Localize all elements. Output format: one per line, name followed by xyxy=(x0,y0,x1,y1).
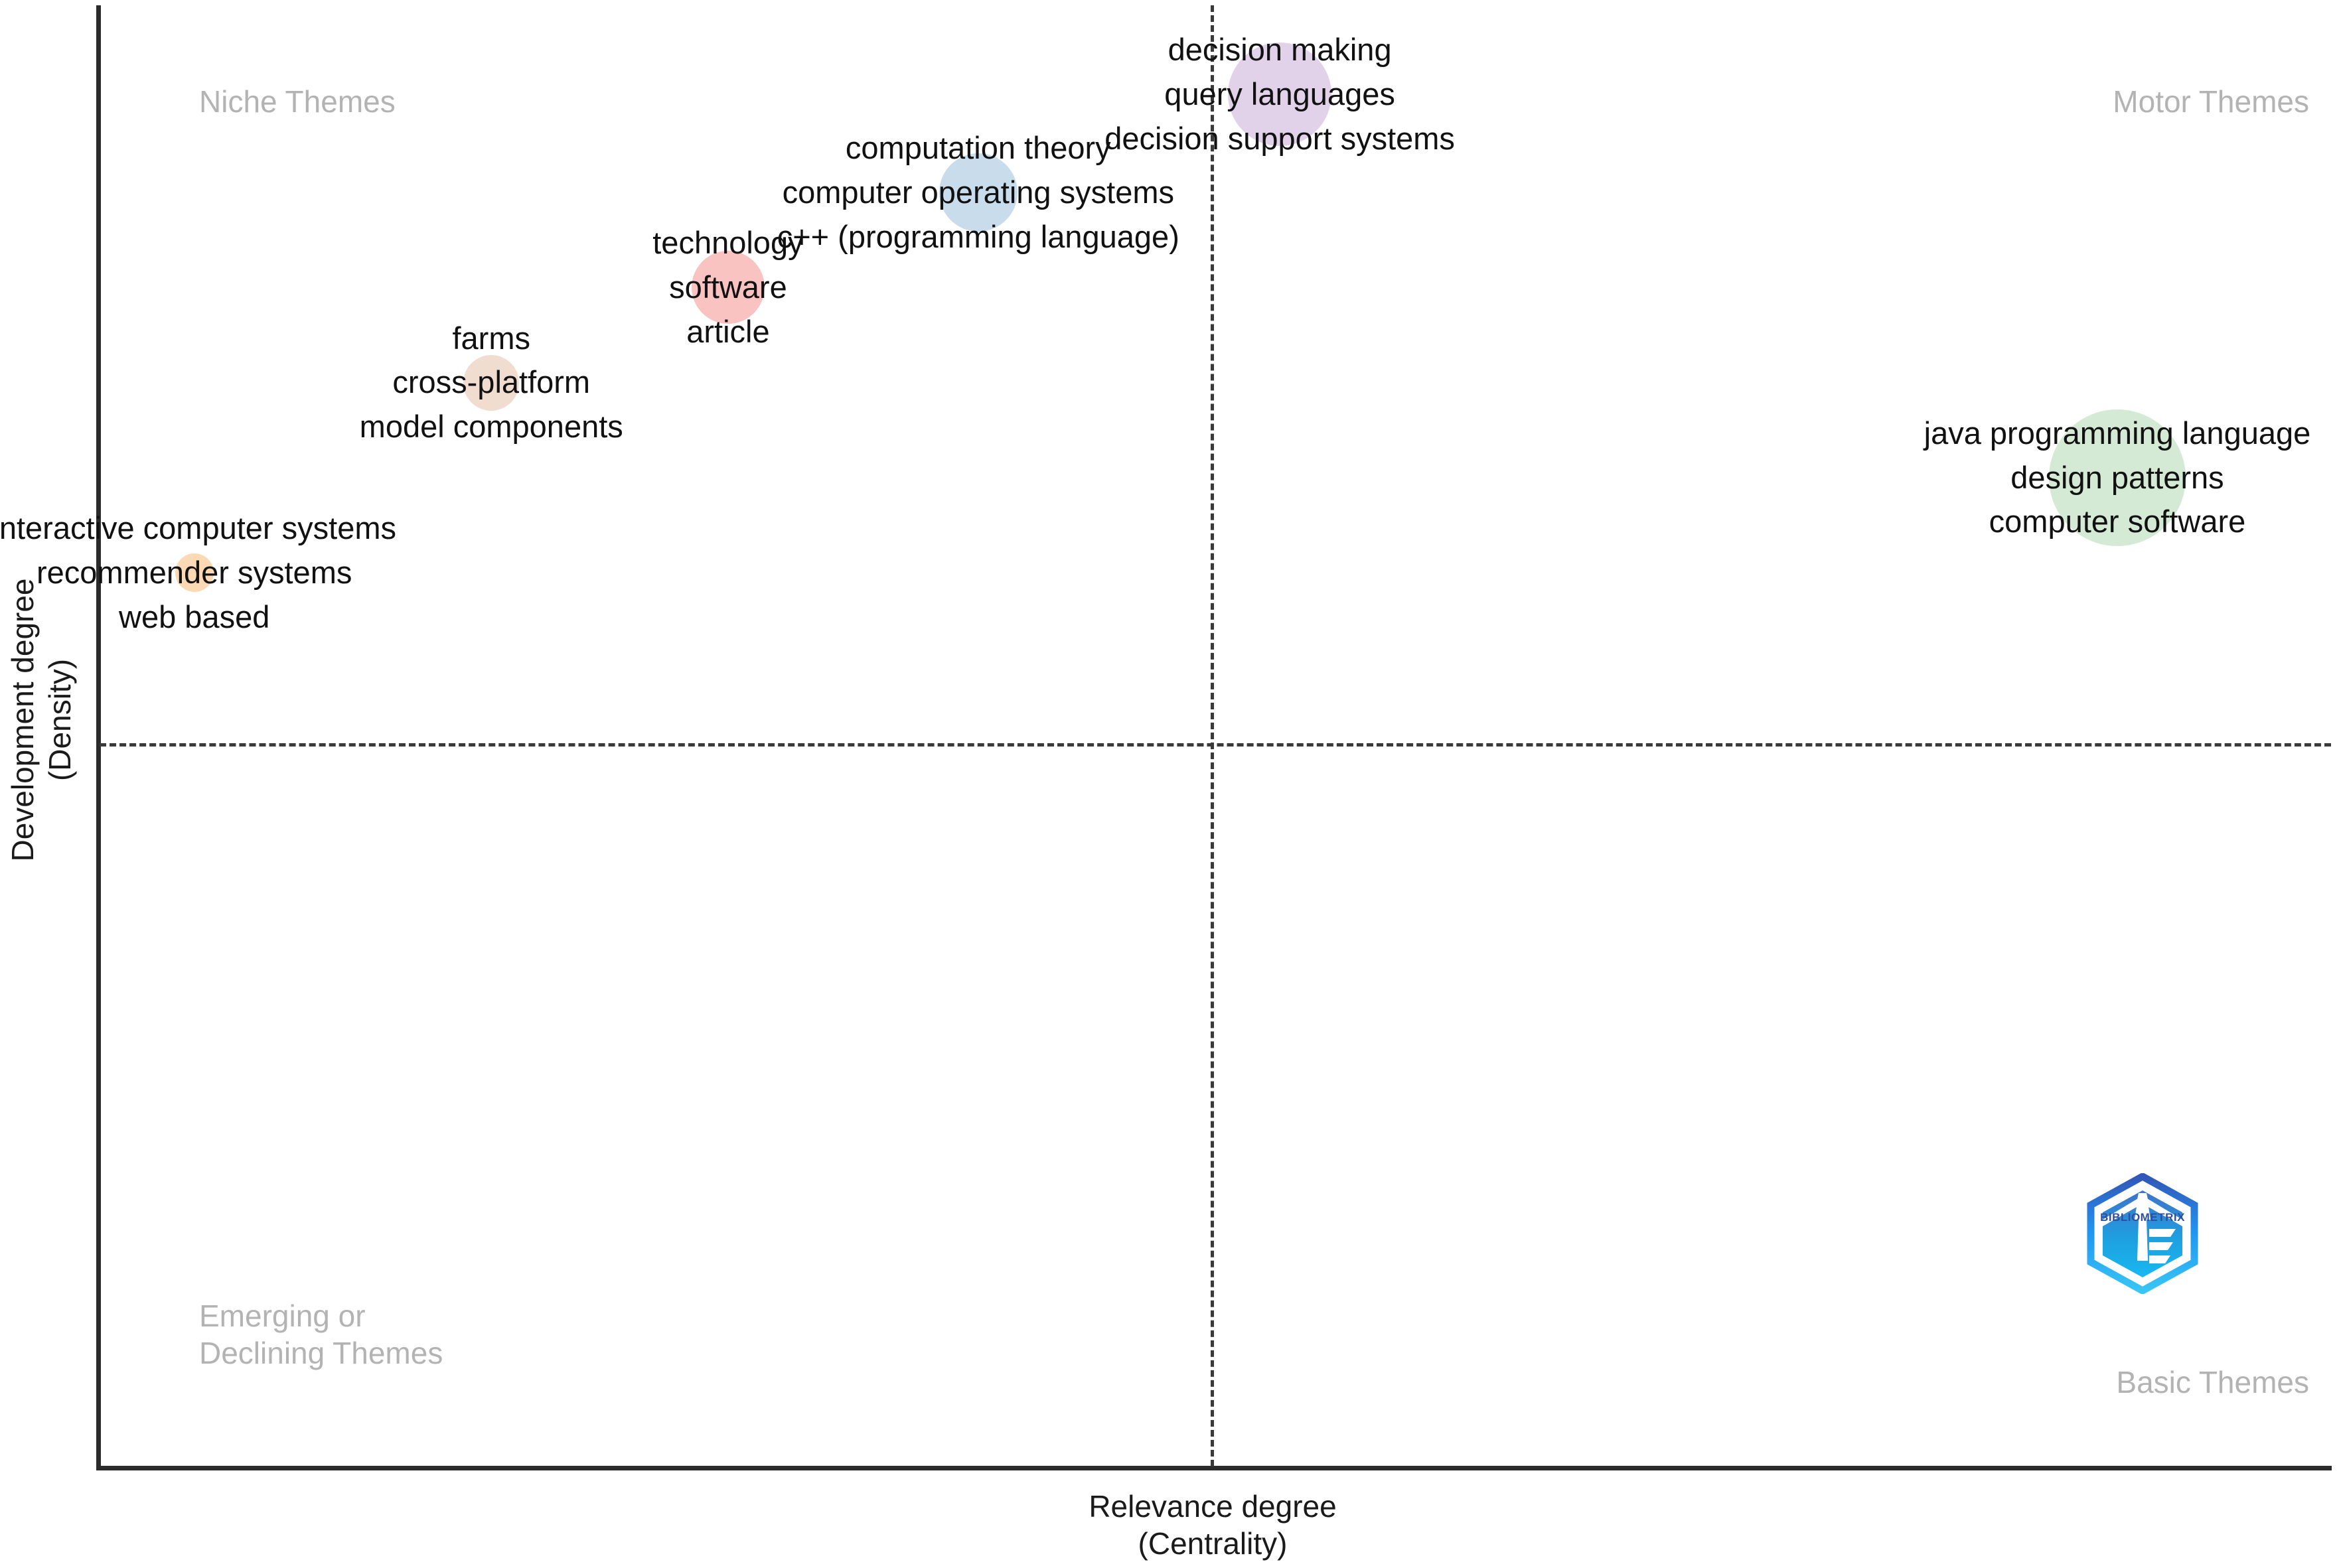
y-axis-line xyxy=(96,5,101,1470)
cluster-bubble-computation-theory[interactable] xyxy=(939,153,1018,232)
cluster-bubble-decision-making[interactable] xyxy=(1228,42,1332,147)
x-axis-title: Relevance degree (Centrality) xyxy=(1089,1489,1337,1561)
cluster-bubble-farms[interactable] xyxy=(463,354,520,411)
quadrant-label-basic-themes: Basic Themes xyxy=(2116,1365,2309,1399)
horizontal-quadrant-divider xyxy=(100,743,2331,747)
cluster-term: model components xyxy=(359,408,623,444)
vertical-quadrant-divider xyxy=(1211,5,1214,1466)
bibliometrix-logo: BIBLIOMETRIX xyxy=(2085,1172,2200,1295)
quadrant-label-emerging-declining-themes: Emerging or Declining Themes xyxy=(199,1299,443,1371)
cluster-bubble-java-programming-language[interactable] xyxy=(2048,409,2186,546)
x-axis-line xyxy=(96,1466,2332,1470)
quadrant-label-motor-themes: Motor Themes xyxy=(2113,84,2309,119)
svg-text:BIBLIOMETRIX: BIBLIOMETRIX xyxy=(2100,1211,2185,1224)
cluster-term: farms xyxy=(452,320,530,356)
y-axis-title: Development degree (Density) xyxy=(5,578,77,862)
cluster-bubble-technology[interactable] xyxy=(691,251,765,324)
cluster-bubble-interactive-computer-systems[interactable] xyxy=(175,553,214,593)
quadrant-label-niche-themes: Niche Themes xyxy=(199,84,396,119)
